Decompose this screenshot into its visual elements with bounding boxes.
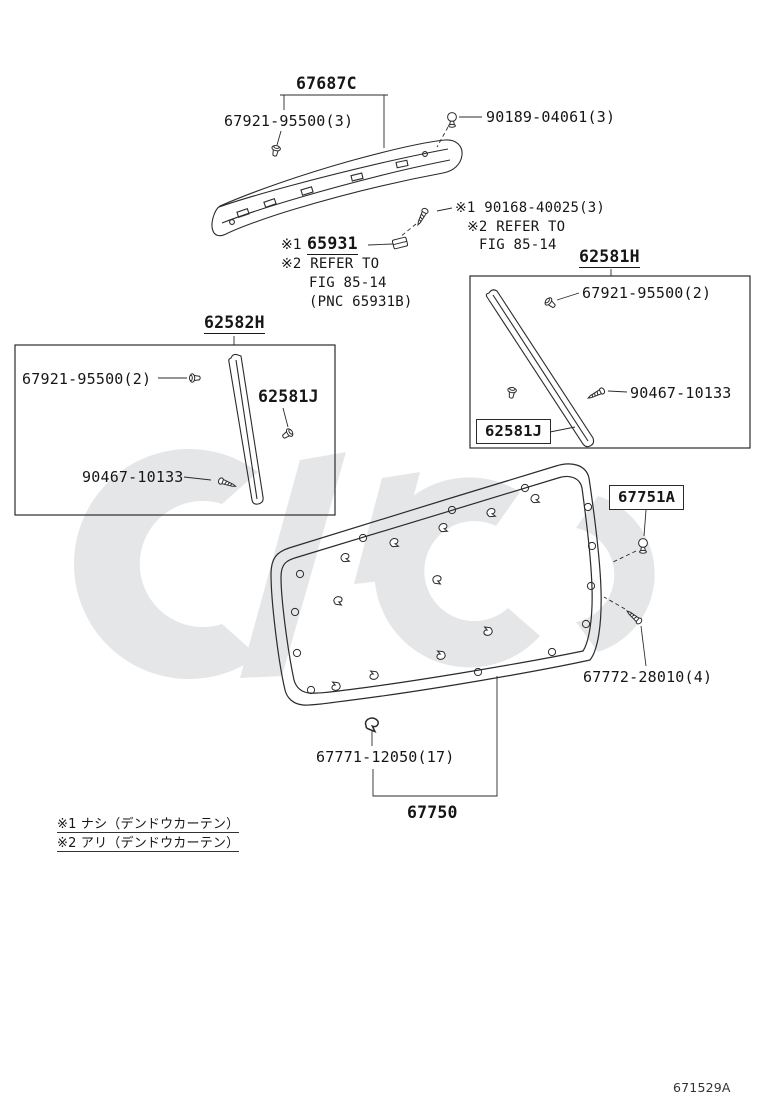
screw-90168-icon	[414, 206, 430, 227]
grommet-67751A-icon	[638, 538, 648, 554]
footnote-1: ※1 ナシ（デンドウカーテン）	[57, 813, 240, 833]
watermark-logo	[73, 448, 655, 679]
clip-67921-top-icon	[269, 144, 282, 158]
figure-number: 671529A	[673, 1080, 731, 1095]
garnish-clip-note-line4: (PNC 65931B)	[309, 294, 413, 310]
part-number-90467-right: 90467-10133	[630, 384, 732, 402]
screw-note-line3: FIG 85-14	[479, 237, 557, 253]
clip-left-strip-icon	[280, 426, 295, 442]
leader-lines	[158, 94, 647, 797]
back-door-trim-panel-drawing	[270, 463, 602, 706]
part-code-62582H: 62582H	[204, 313, 265, 334]
part-number-90189: 90189-04061(3)	[486, 108, 616, 126]
garnish-clip-note-line2: ※2 REFER TO	[281, 256, 380, 272]
right-trim-strip-drawing	[485, 289, 595, 448]
part-code-67751A: 67751A	[609, 485, 685, 510]
part-code-62581J-left: 62581J	[258, 387, 319, 406]
clip-right-strip-icon	[506, 386, 518, 400]
part-code-62581H: 62581H	[579, 247, 640, 268]
part-code-67687C: 67687C	[296, 74, 357, 93]
part-number-67772: 67772-28010(4)	[583, 668, 713, 686]
garnish-clip-note-line3: FIG 85-14	[309, 275, 387, 291]
left-trim-strip-drawing	[228, 353, 264, 505]
grommet-90189-icon	[447, 112, 457, 128]
fastener-icons	[189, 112, 648, 733]
part-number-67771: 67771-12050(17)	[316, 748, 455, 766]
reference-mark: ※1	[281, 237, 303, 253]
clip-67771-icon	[363, 715, 380, 733]
screw-90467-right-icon	[586, 386, 607, 402]
part-number-90467-left: 90467-10133	[82, 468, 184, 486]
clip-67921-left-icon	[189, 373, 201, 383]
part-number-67921-right: 67921-95500(2)	[582, 284, 712, 302]
right-assembly-box	[469, 275, 751, 449]
screw-note-line1: ※1 90168-40025(3)	[455, 200, 605, 216]
hidden-leader-lines	[399, 126, 637, 610]
left-assembly-box	[14, 344, 336, 516]
part-code-65931: 65931	[307, 234, 358, 255]
top-garnish-drawing	[211, 139, 463, 237]
part-code-62581J-right: 62581J	[476, 419, 552, 444]
screw-note-line2: ※2 REFER TO	[467, 219, 566, 235]
part-number-67921-left: 67921-95500(2)	[22, 370, 152, 388]
part-code-67750: 67750	[407, 803, 458, 822]
part-number-67921-top: 67921-95500(3)	[224, 112, 354, 130]
clip-65931-icon	[391, 236, 409, 250]
footnote-2: ※2 アリ（デンドウカーテン）	[57, 832, 240, 852]
clip-67921-right-icon	[543, 295, 558, 311]
